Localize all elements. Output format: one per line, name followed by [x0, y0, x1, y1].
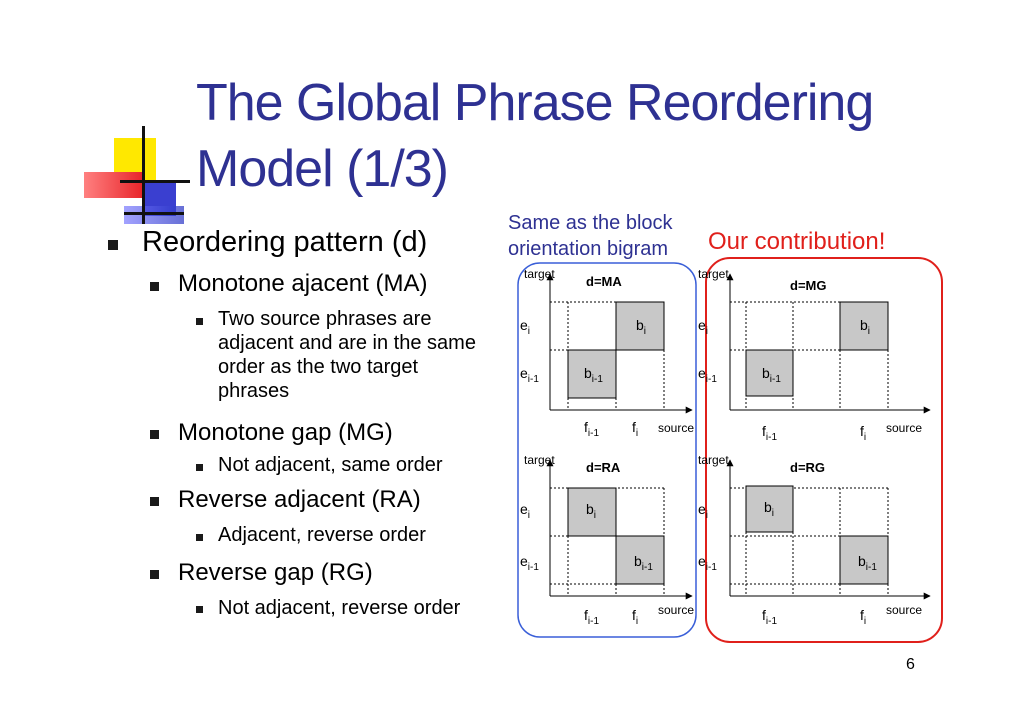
axis-label-target: target: [698, 453, 729, 467]
svg-text:fi: fi: [632, 419, 638, 439]
bullet-ma-description: Two source phrases are adjacent and are …: [218, 308, 476, 402]
diagram-label-rg: d=RG: [790, 460, 825, 475]
callout-same-as-bigram: Same as the block orientation bigram: [508, 212, 673, 260]
diagram-label-mg: d=MG: [790, 278, 826, 293]
svg-text:fi: fi: [860, 607, 866, 627]
axis-label-source: source: [658, 421, 694, 435]
svg-text:bi: bi: [636, 317, 646, 337]
bullet-monotone-adjacent: Monotone ajacent (MA): [178, 270, 428, 297]
diagram-label-ma: d=MA: [586, 274, 622, 289]
diagram-rg: d=RG target source ei ei-1 bi bi-1 fi-1 …: [698, 453, 931, 627]
axis-label-source: source: [886, 603, 922, 617]
bullet-monotone-gap: Monotone gap (MG): [178, 419, 393, 446]
bullet-marker: [196, 464, 203, 471]
bullet-ra-description: Adjacent, reverse order: [218, 524, 426, 546]
svg-text:ei: ei: [520, 501, 530, 521]
bullet-marker: [108, 240, 118, 250]
axis-label-source: source: [658, 603, 694, 617]
bullet-marker: [150, 430, 159, 439]
bullet-mg-description: Not adjacent, same order: [218, 454, 443, 476]
diagram-ma: d=MA target source ei ei-1 bi bi-1 fi-1 …: [520, 267, 694, 439]
svg-text:ei: ei: [698, 501, 708, 521]
svg-text:fi-1: fi-1: [584, 607, 599, 627]
bullet-rg-description: Not adjacent, reverse order: [218, 597, 461, 619]
axis-label-target: target: [524, 267, 555, 281]
diagram-mg: d=MG target source ei ei-1 bi bi-1 fi-1 …: [698, 267, 931, 443]
bullet-marker: [150, 282, 159, 291]
svg-text:fi-1: fi-1: [584, 419, 599, 439]
red-highlight-frame: [705, 257, 943, 643]
svg-text:fi-1: fi-1: [762, 423, 777, 443]
bullet-marker: [150, 497, 159, 506]
svg-text:ei-1: ei-1: [698, 365, 717, 385]
bullet-marker: [196, 606, 203, 613]
slide-title: The Global Phrase Reordering Model (1/3): [196, 74, 874, 198]
axis-label-target: target: [524, 453, 555, 467]
bullet-reverse-adjacent: Reverse adjacent (RA): [178, 486, 421, 513]
bullet-reverse-gap: Reverse gap (RG): [178, 559, 373, 586]
svg-text:fi: fi: [860, 423, 866, 443]
page-number: 6: [906, 656, 915, 673]
svg-text:bi: bi: [764, 499, 774, 519]
svg-text:ei: ei: [520, 317, 530, 337]
svg-text:ei-1: ei-1: [698, 553, 717, 573]
callout-our-contribution: Our contribution!: [708, 228, 886, 255]
slide-logo: [84, 126, 204, 226]
bullet-marker: [150, 570, 159, 579]
bullet-reordering-pattern: Reordering pattern (d): [142, 226, 428, 258]
svg-text:fi-1: fi-1: [762, 607, 777, 627]
diagram-label-ra: d=RA: [586, 460, 621, 475]
diagram-ra: d=RA target source ei ei-1 bi bi-1 fi-1 …: [520, 453, 694, 627]
bullet-marker: [196, 318, 203, 325]
svg-text:ei-1: ei-1: [520, 553, 539, 573]
svg-text:bi: bi: [586, 501, 596, 521]
svg-text:fi: fi: [632, 607, 638, 627]
axis-label-source: source: [886, 421, 922, 435]
svg-text:ei-1: ei-1: [520, 365, 539, 385]
blue-highlight-frame: [517, 262, 697, 638]
svg-text:ei: ei: [698, 317, 708, 337]
axis-label-target: target: [698, 267, 729, 281]
svg-text:bi: bi: [860, 317, 870, 337]
bullet-marker: [196, 534, 203, 541]
